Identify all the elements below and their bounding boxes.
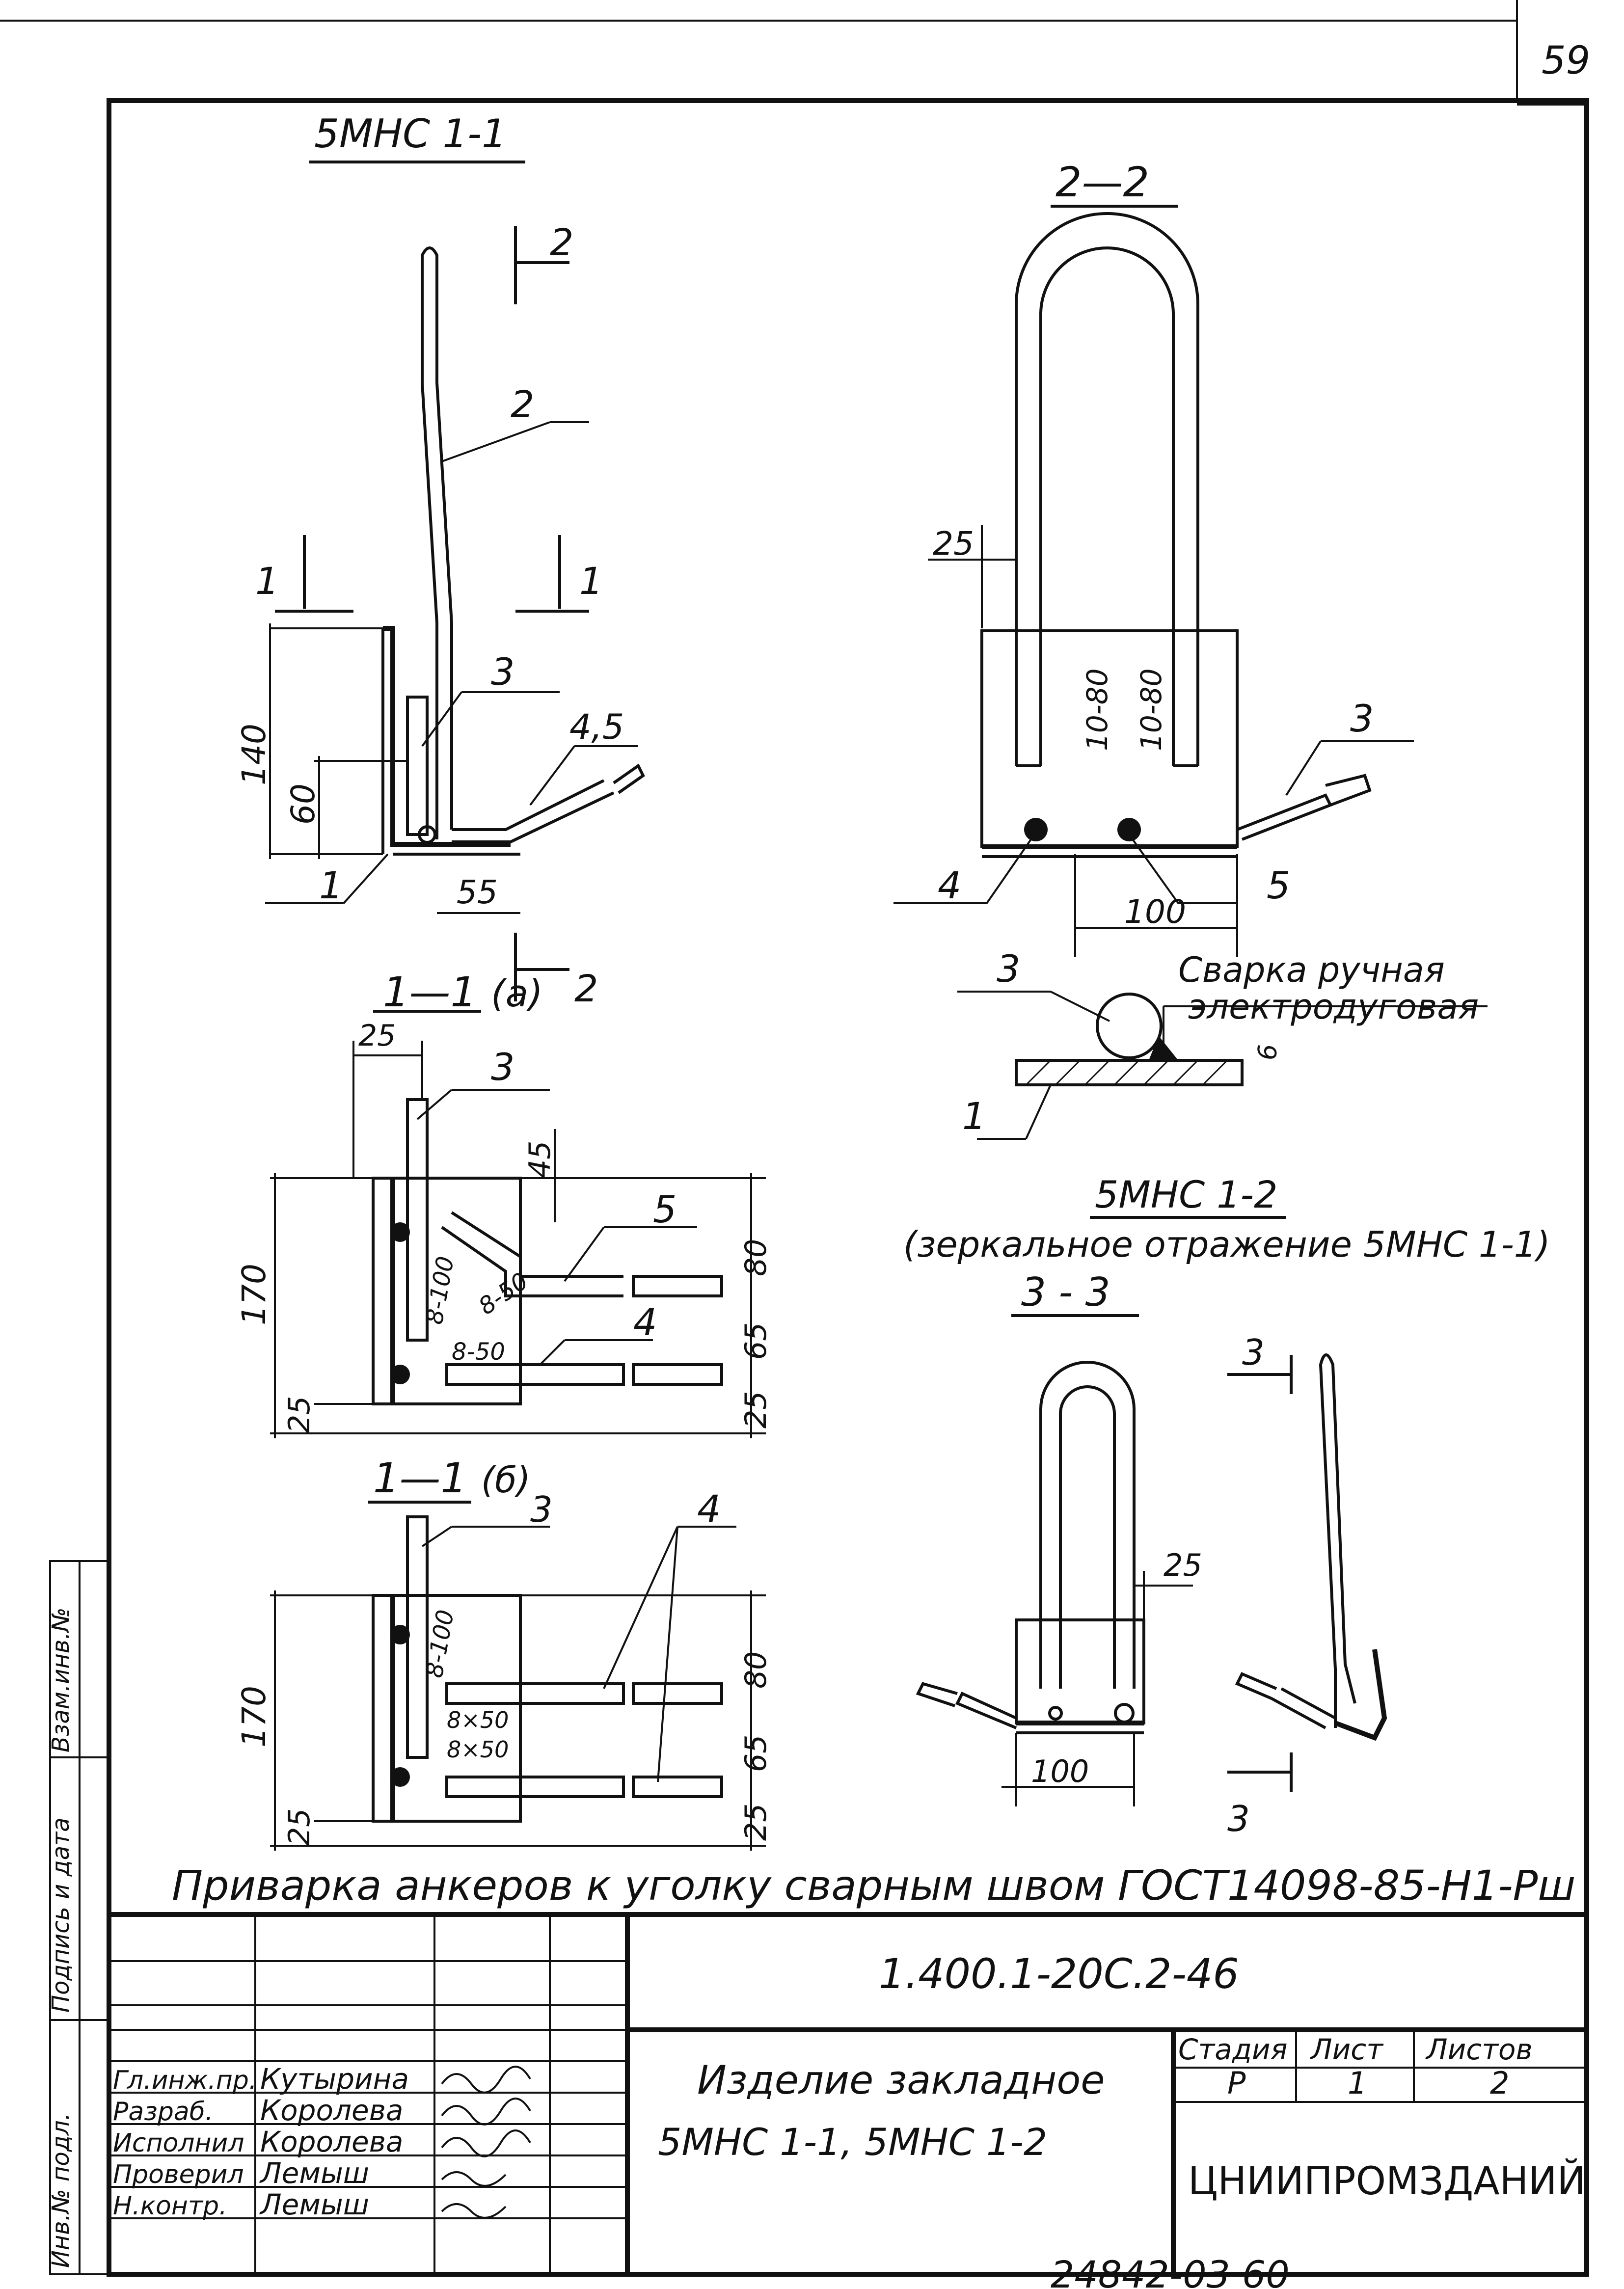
- callout-3-33b: 3: [1227, 1798, 1250, 1839]
- sheet-header: Лист: [1310, 2033, 1384, 2066]
- dim-60: 60: [284, 783, 322, 825]
- title-block: [109, 1912, 1587, 2274]
- callout-2: 2: [550, 220, 573, 264]
- dim-25: 25: [933, 525, 974, 563]
- side-stamp-podpis: Подпись и дата: [47, 1817, 75, 2013]
- weld-pitch-1080b: 10-80: [1135, 668, 1168, 751]
- callout-5-22: 5: [1267, 863, 1290, 907]
- callout-45: 4,5: [569, 707, 624, 747]
- view-sub-5mns12: (зеркальное отражение 5МНС 1-1): [903, 1224, 1550, 1265]
- sig-role: Н.контр.: [113, 2191, 227, 2221]
- callout-4-11b: 4: [697, 1487, 721, 1531]
- dim-65: 65: [739, 1322, 773, 1360]
- signature-rows: Гл.инж.пр. Кутырина Разраб. Королева Исп…: [113, 2062, 531, 2221]
- callout-4-11a: 4: [633, 1300, 657, 1344]
- section-33: [916, 1353, 1387, 1806]
- sheet-value: 1: [1348, 2065, 1367, 2101]
- sig-name: Королева: [260, 2094, 403, 2127]
- dim-100-22: 100: [1124, 893, 1186, 931]
- section-11a: [270, 1041, 766, 1438]
- sig-name: Лемыш: [259, 2188, 369, 2221]
- dim-45: 45: [523, 1141, 557, 1178]
- dim-25-11b: 25: [282, 1808, 317, 1846]
- bottom-note: 24842-03 60: [1051, 2253, 1290, 2289]
- dim-170-b: 170: [235, 1686, 273, 1748]
- side-stamp-inv: Инв.№ подл.: [47, 2113, 75, 2268]
- stage-value: Р: [1227, 2065, 1246, 2101]
- callout-3-11a: 3: [491, 1045, 514, 1089]
- sheet-frame: [0, 0, 1589, 2277]
- sheet-designation: 1.400.1-20С.2-46: [879, 1950, 1239, 1998]
- side-stamp-vzam: Взам.инв.№: [47, 1608, 75, 1752]
- view-suffix-11a: (а): [491, 971, 543, 1015]
- dim-25-11a-b: 25: [282, 1396, 317, 1433]
- callout-1-weld: 1: [962, 1094, 986, 1138]
- weld-detail: [957, 991, 1488, 1140]
- sig-role: Гл.инж.пр.: [113, 2066, 257, 2095]
- weld-pitch-1080: 10-80: [1081, 668, 1114, 751]
- view-title-11b: 1—1: [373, 1454, 467, 1502]
- title-line-2: 5МНС 1-1, 5МНС 1-2: [658, 2120, 1047, 2164]
- sheets-value: 2: [1490, 2065, 1509, 2101]
- sig-name: Лемыш: [259, 2156, 369, 2190]
- weld-850b: 8-50: [452, 1338, 505, 1366]
- callout-4-22: 4: [938, 863, 961, 907]
- dim-80: 80: [739, 1239, 773, 1276]
- callout-1c: 1: [319, 863, 343, 907]
- callout-3: 3: [491, 650, 514, 694]
- view-title-11a: 1—1: [383, 968, 477, 1016]
- view-title-5mns11: 5МНС 1-1: [314, 111, 507, 157]
- callout-3-11b: 3: [530, 1489, 553, 1530]
- weld-label-1: Сварка ручная: [1178, 950, 1445, 990]
- dim-100-33: 100: [1031, 1753, 1089, 1789]
- view-suffix-11b: (б): [481, 1459, 531, 1501]
- dim-25-11a: 25: [358, 1019, 396, 1053]
- dim-25-33: 25: [1164, 1547, 1202, 1583]
- callout-3-weld: 3: [997, 947, 1020, 991]
- title-line-1: Изделие закладное: [697, 2057, 1105, 2103]
- side-stamp: [49, 1560, 110, 2275]
- weld-8x50b: 8×50: [447, 1736, 509, 1763]
- organization: ЦНИИПРОМЗДАНИЙ: [1188, 2158, 1586, 2204]
- sheets-header: Листов: [1425, 2033, 1533, 2066]
- callout-2b: 2: [511, 382, 534, 426]
- sig-role: Исполнил: [113, 2128, 244, 2158]
- view-title-5mns12: 5МНС 1-2: [1095, 1173, 1277, 1216]
- weld-8x50: 8×50: [447, 1707, 509, 1733]
- dim-170: 170: [235, 1264, 273, 1325]
- callout-5-11a: 5: [653, 1187, 677, 1231]
- callout-3-22: 3: [1350, 697, 1374, 740]
- callout-2c: 2: [574, 967, 598, 1010]
- view-title-33: 3 - 3: [1021, 1269, 1110, 1315]
- section-22: [893, 212, 1414, 957]
- weld-note: Приварка анкеров к уголку сварным швом Г…: [172, 1861, 1575, 1910]
- sig-name: Кутырина: [260, 2062, 409, 2096]
- dim-55: 55: [457, 873, 498, 911]
- dim-140: 140: [235, 724, 273, 785]
- weld-label-2: электродуговая: [1188, 987, 1479, 1027]
- callout-1b: 1: [579, 559, 603, 603]
- dim-80-b: 80: [739, 1651, 773, 1689]
- stage-header: Стадия: [1178, 2033, 1288, 2066]
- sig-role: Разраб.: [113, 2097, 213, 2127]
- view-title-22: 2—2: [1056, 158, 1149, 206]
- sig-role: Проверил: [113, 2160, 244, 2189]
- section-11b: [270, 1515, 766, 1851]
- dim-6: 6: [1253, 1044, 1283, 1060]
- side-view-5mns11: [265, 226, 645, 1001]
- callout-1: 1: [255, 559, 279, 603]
- dim-25-11b-c: 25: [739, 1804, 773, 1841]
- page-number: 59: [1542, 39, 1590, 83]
- dim-25-11a-c: 25: [739, 1391, 773, 1428]
- dim-65-b: 65: [739, 1735, 773, 1772]
- callout-3-33a: 3: [1242, 1332, 1265, 1373]
- sig-name: Королева: [260, 2125, 403, 2158]
